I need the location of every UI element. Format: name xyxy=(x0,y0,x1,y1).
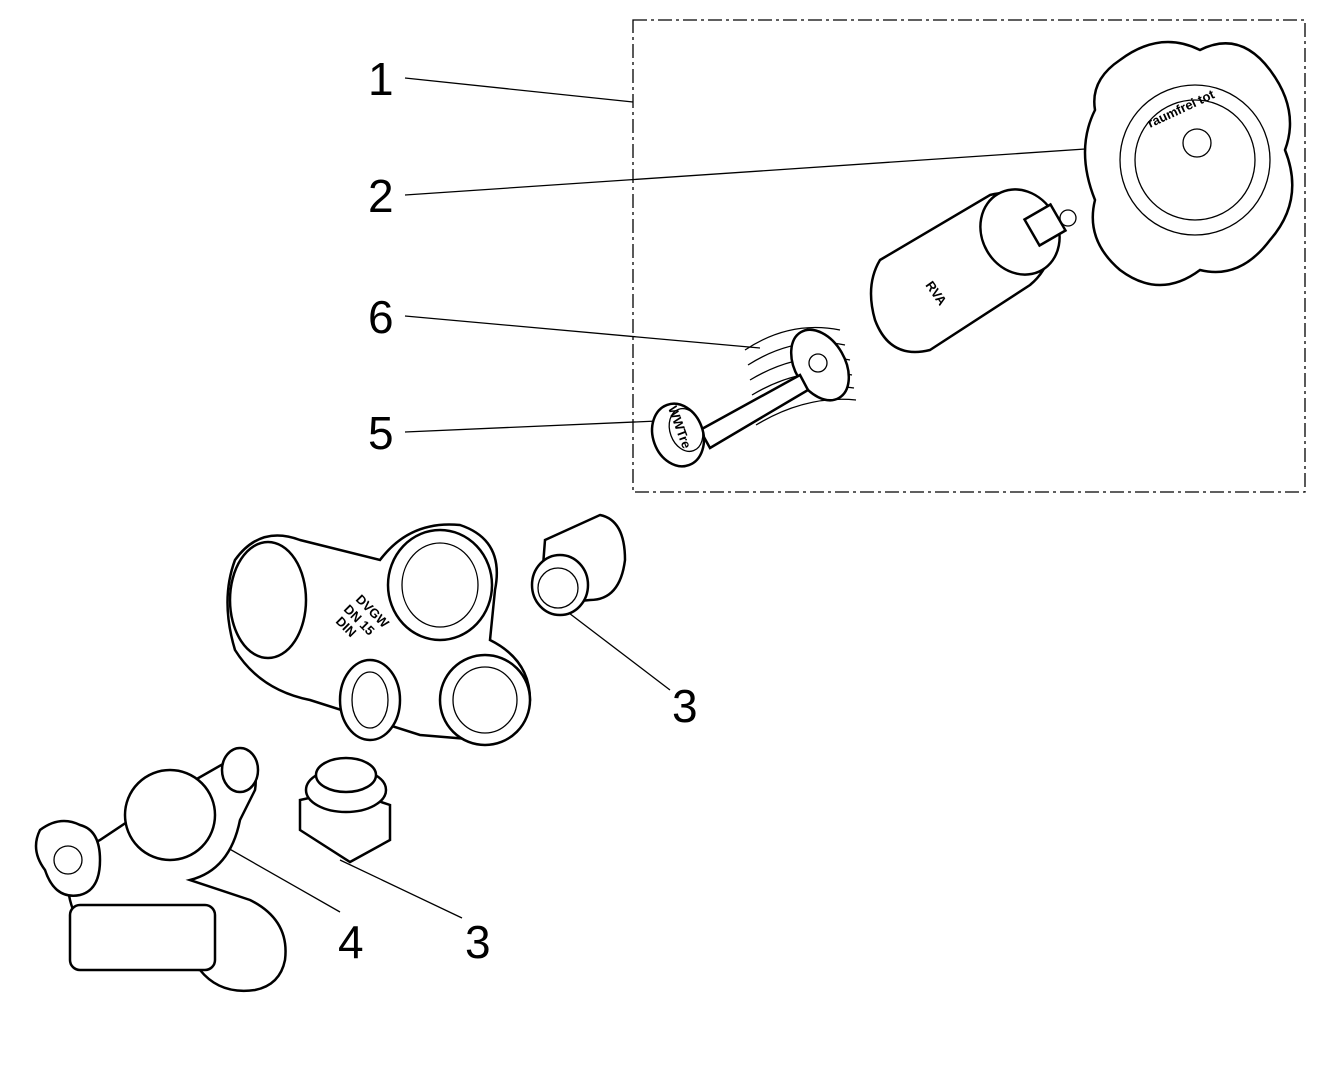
leader-lines xyxy=(204,77,1101,919)
callout-6: 6 xyxy=(368,291,394,343)
spring xyxy=(744,326,857,426)
callout-3-lower: 3 xyxy=(465,916,491,968)
plug-upper xyxy=(530,513,627,617)
callout-4: 4 xyxy=(338,916,364,968)
valve-headpiece: RVA xyxy=(869,188,1077,354)
valve-body: DVGW DN 15 DIN xyxy=(226,523,532,747)
plug-lower xyxy=(298,756,392,864)
callout-2: 2 xyxy=(368,170,394,222)
callout-5: 5 xyxy=(368,407,394,459)
assembly-group-box xyxy=(632,19,1306,493)
valve-disc-washer: WWTre xyxy=(650,373,810,468)
drain-valve xyxy=(34,746,287,992)
callout-3-upper: 3 xyxy=(672,680,698,732)
handwheel-knob: raumfrei tot xyxy=(1083,40,1294,287)
callout-1: 1 xyxy=(368,53,394,105)
